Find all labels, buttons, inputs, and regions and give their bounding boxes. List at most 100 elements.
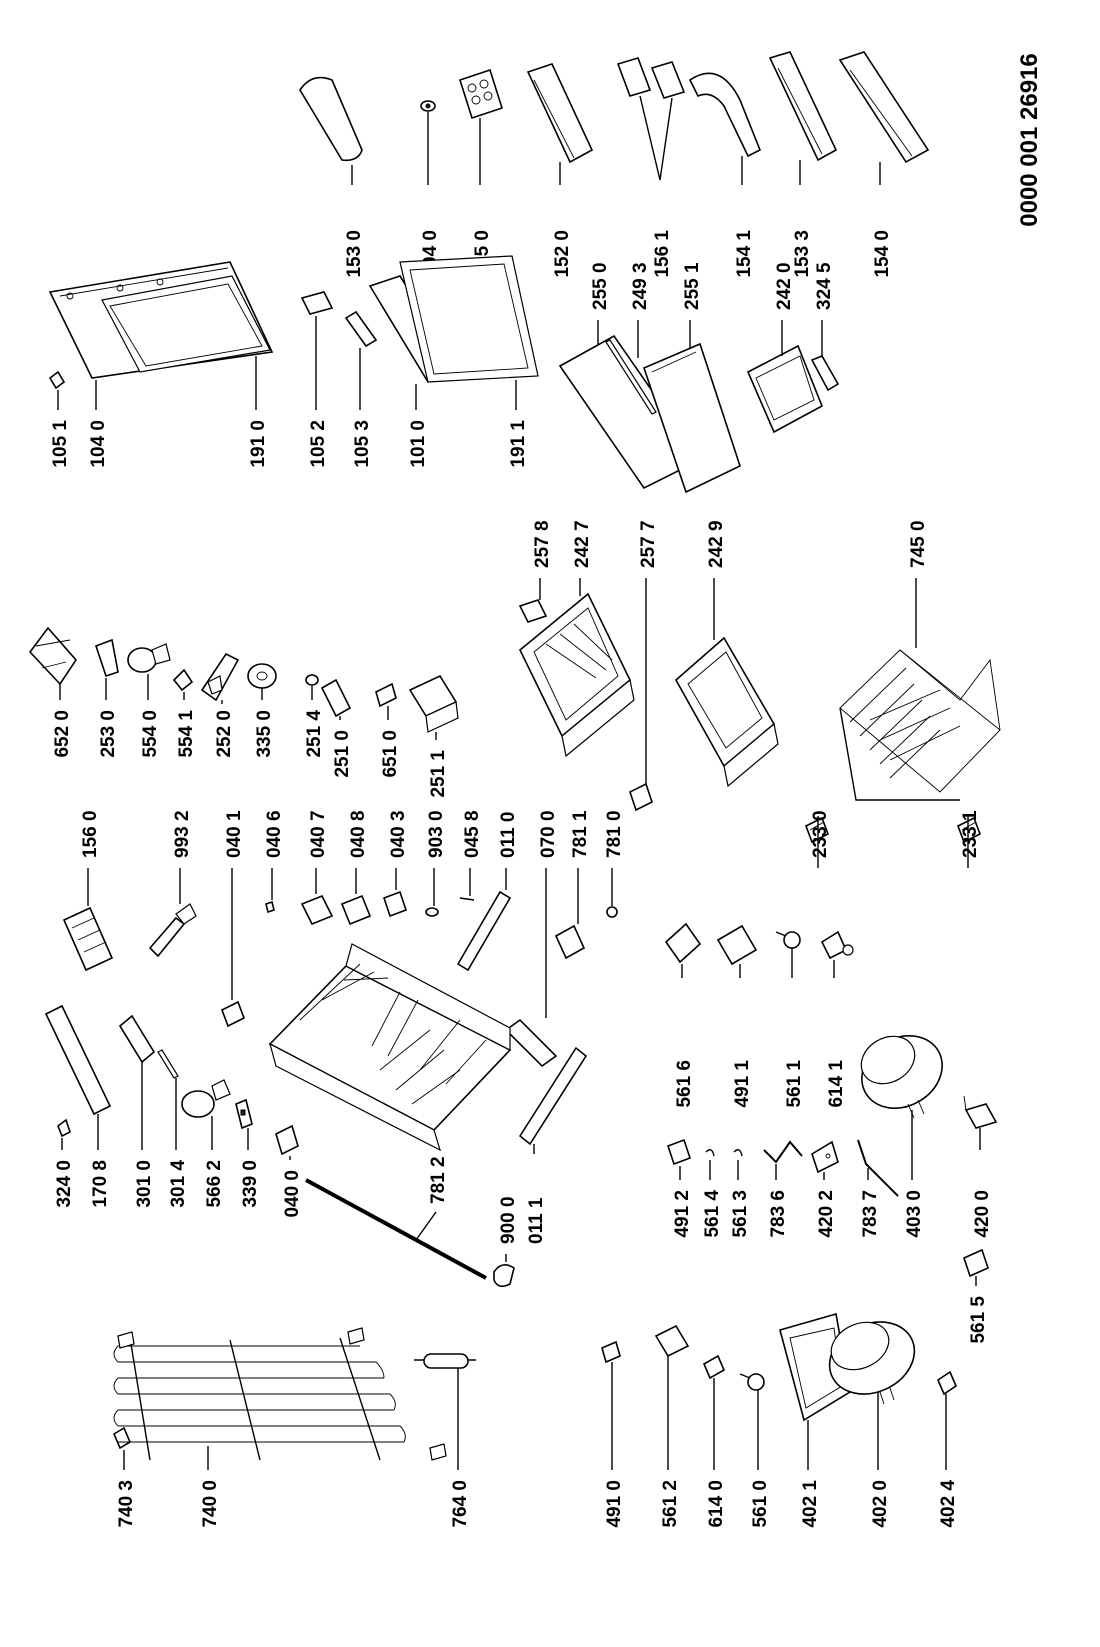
label-156-1: 156 1 <box>652 230 673 278</box>
label-402-0: 402 0 <box>870 1480 891 1528</box>
label-251-1: 251 1 <box>428 750 449 798</box>
label-301-0: 301 0 <box>134 1160 155 1208</box>
part-191-0: 191 0 <box>101 275 271 468</box>
part-745-0: 745 0 <box>839 520 1001 801</box>
part-652-0: 652 0 <box>28 626 78 758</box>
part-040-6: 040 6 <box>264 810 285 914</box>
label-491-0: 491 0 <box>604 1480 625 1528</box>
label-491-1: 491 1 <box>732 1060 753 1108</box>
part-242-7: 242 7 <box>519 520 635 758</box>
label-233-1: 233 1 <box>960 810 981 858</box>
condenser-column: 740 3 740 0 764 0 491 0 561 2 <box>112 1312 959 1528</box>
part-040-0: 040 0 <box>275 1124 303 1218</box>
label-561-4: 561 4 <box>702 1190 723 1238</box>
part-257-8: 257 8 <box>518 520 553 623</box>
part-781-0: 781 0 <box>604 810 625 918</box>
part-156-1: 156 1 <box>616 57 686 278</box>
label-566-2: 566 2 <box>204 1160 225 1208</box>
part-614-0: 614 0 <box>702 1354 727 1528</box>
part-783-6: 783 6 <box>763 1140 803 1238</box>
label-153-0: 153 0 <box>344 230 365 278</box>
label-011-0: 011 0 <box>498 812 519 859</box>
part-561-5: 561 5 <box>963 1248 989 1344</box>
label-040-3: 040 3 <box>388 810 409 858</box>
document-number: 0000 001 26916 <box>1016 53 1043 227</box>
part-491-0: 491 0 <box>601 1340 625 1528</box>
label-993-2: 993 2 <box>172 810 193 858</box>
label-191-0: 191 0 <box>248 420 269 468</box>
part-251-1: 251 1 <box>408 674 459 798</box>
part-301-4: 301 4 <box>157 1049 189 1208</box>
part-153-0-drawing <box>299 76 363 162</box>
part-153-0: 153 0 <box>299 76 365 278</box>
part-040-8: 040 8 <box>340 810 372 926</box>
part-105-3: 105 3 <box>344 310 378 468</box>
label-045-8: 045 8 <box>462 810 483 858</box>
part-040-1: 040 1 <box>220 810 246 1028</box>
label-191-1: 191 1 <box>508 420 529 468</box>
part-420-0: 420 0 <box>963 1095 998 1238</box>
part-403-0: 403 0 <box>860 1035 943 1238</box>
part-233-1: 233 1 <box>956 810 982 868</box>
part-402-4: 402 4 <box>937 1370 959 1528</box>
part-040-3: 040 3 <box>382 810 409 918</box>
label-251-4: 251 4 <box>304 710 325 758</box>
label-339-0: 339 0 <box>240 1160 261 1208</box>
label-152-0: 152 0 <box>552 230 573 278</box>
cabinet-body <box>268 943 512 1152</box>
part-242-9: 242 9 <box>674 520 779 788</box>
part-491-2: 491 2 <box>666 1138 693 1238</box>
label-335-0: 335 0 <box>254 710 275 758</box>
part-152-0: 152 0 <box>526 63 594 278</box>
label-614-1: 614 1 <box>826 1060 847 1108</box>
label-301-4: 301 4 <box>168 1160 189 1208</box>
label-257-8: 257 8 <box>532 520 553 568</box>
part-561-4: 561 4 <box>702 1149 723 1238</box>
part-156-0: 156 0 <box>62 810 114 972</box>
label-011-1: 011 1 <box>526 1197 547 1244</box>
label-561-2: 561 2 <box>660 1480 681 1528</box>
label-154-0: 154 0 <box>872 230 893 278</box>
label-040-7: 040 7 <box>308 810 329 858</box>
label-420-2: 420 2 <box>816 1190 837 1238</box>
part-253-0: 253 0 <box>94 638 119 758</box>
part-561-3: 561 3 <box>730 1149 751 1238</box>
part-561-1: 561 1 <box>775 931 805 1108</box>
part-740-3: 740 3 <box>112 1426 137 1528</box>
cabinet-column: 156 0 993 2 040 1 040 6 040 7 040 8 <box>44 810 982 1288</box>
label-781-0: 781 0 <box>604 810 625 858</box>
part-242-0: 242 0 <box>746 262 824 434</box>
label-783-7: 783 7 <box>860 1190 881 1238</box>
part-153-3: 153 3 <box>768 51 838 278</box>
part-903-0: 903 0 <box>425 810 447 917</box>
label-781-1: 781 1 <box>570 810 591 858</box>
label-745-0: 745 0 <box>908 520 929 568</box>
label-561-0: 561 0 <box>750 1480 771 1528</box>
part-301-0: 301 0 <box>118 1014 156 1208</box>
label-255-1: 255 1 <box>682 262 703 310</box>
part-249-3: 249 3 <box>605 262 657 415</box>
label-249-3: 249 3 <box>630 262 651 310</box>
part-554-0: 554 0 <box>127 643 171 758</box>
label-101-0: 101 0 <box>408 420 429 468</box>
label-324-0: 324 0 <box>54 1160 75 1208</box>
part-783-7: 783 7 <box>857 1139 899 1238</box>
label-903-0: 903 0 <box>426 810 447 858</box>
part-764-0: 764 0 <box>414 1353 476 1528</box>
label-040-6: 040 6 <box>264 810 285 858</box>
label-491-2: 491 2 <box>672 1190 693 1238</box>
label-402-4: 402 4 <box>938 1480 959 1528</box>
label-324-5: 324 5 <box>814 262 835 310</box>
part-335-0: 335 0 <box>247 663 277 758</box>
part-781-1: 781 1 <box>554 810 591 960</box>
part-339-0: 339 0 <box>235 1098 261 1208</box>
part-561-0: 561 0 <box>739 1373 771 1528</box>
part-252-0: 252 0 <box>200 652 240 758</box>
part-011-0: 011 0 <box>456 812 519 972</box>
label-257-7: 257 7 <box>638 520 659 568</box>
part-420-2: 420 2 <box>811 1140 839 1238</box>
part-402-0: 402 0 <box>828 1321 916 1528</box>
label-740-0: 740 0 <box>200 1480 221 1528</box>
part-011-1: 011 1 <box>518 1046 588 1244</box>
label-105-2: 105 2 <box>308 420 329 468</box>
